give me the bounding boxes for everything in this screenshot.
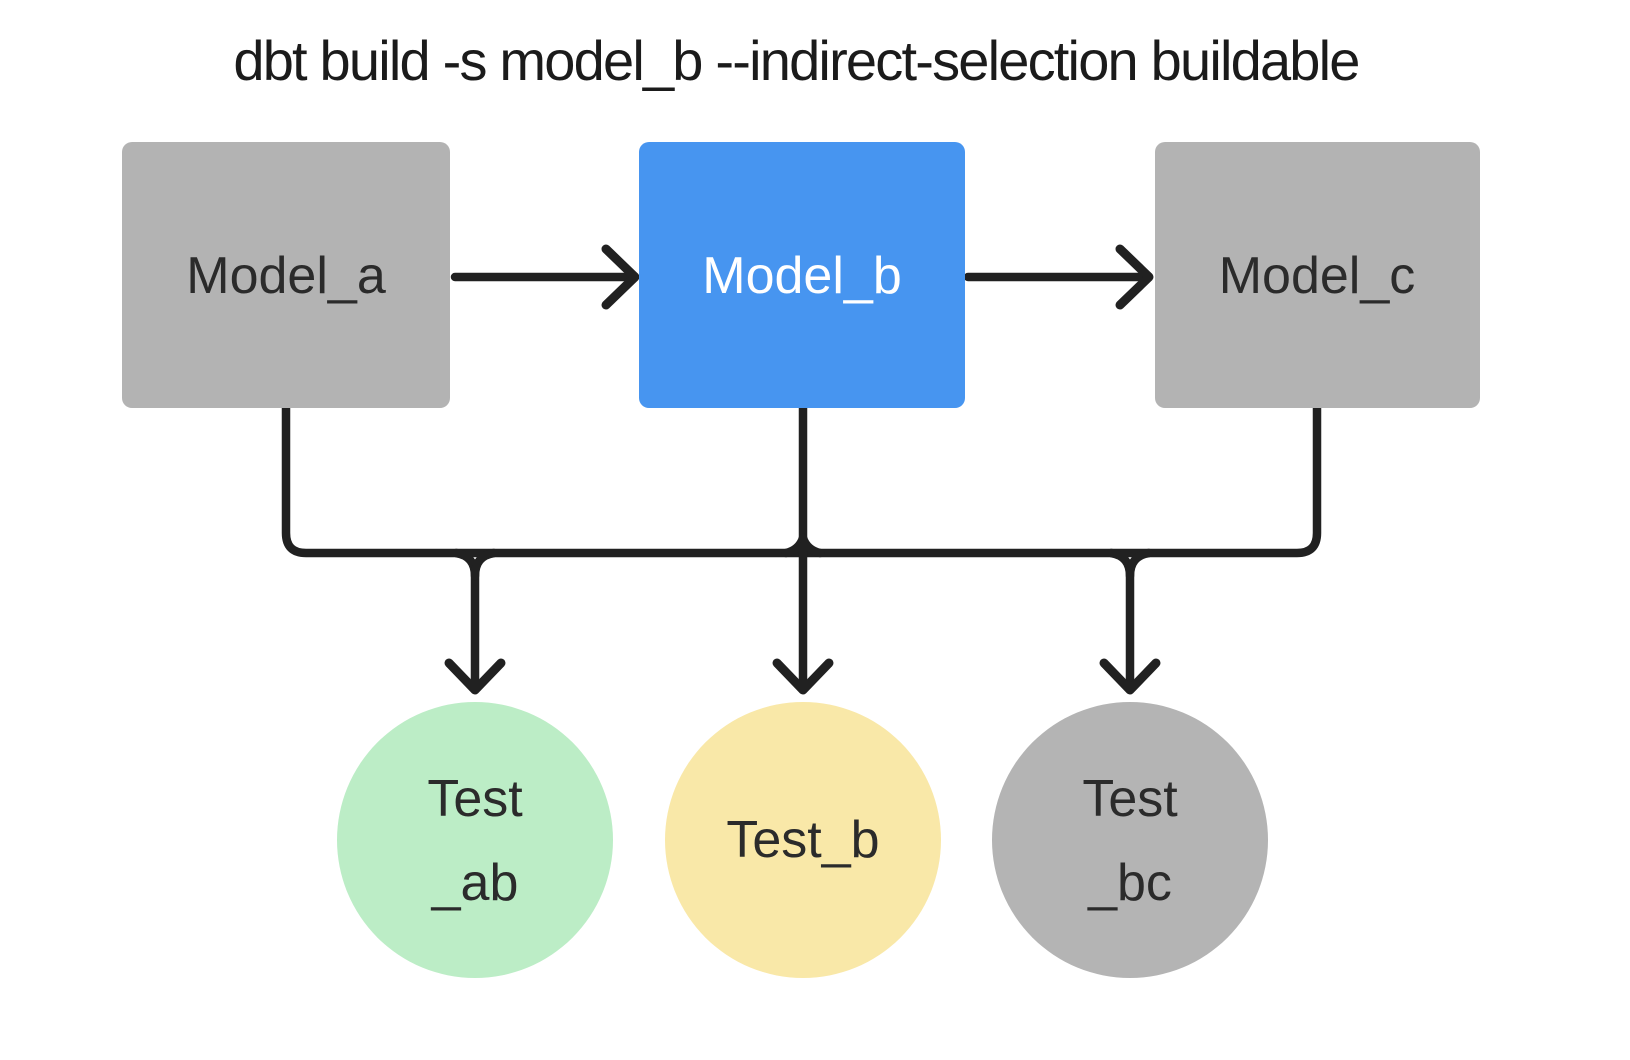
node-model-a-label: Model_a [186,247,386,305]
node-test-ab-label-line2: _ab [431,854,519,912]
node-test-bc-label-line2: _bc [1087,854,1172,912]
arrowhead-test-ab [444,658,506,695]
node-test-bc [992,702,1268,978]
diagram-title: dbt build -s model_b --indirect-selectio… [233,29,1358,92]
node-model-b-label: Model_b [702,247,901,305]
arrowhead-model-a-to-model-b [601,244,640,310]
arrowhead-test-b [772,658,834,695]
edge-bus-to-test-bc-fillet [1125,548,1154,581]
edge-bus-to-test-ab-fillet [470,548,499,581]
edge-junction-fillet-right [798,533,825,558]
node-test-bc-label-line1: Test [1082,770,1178,828]
node-model-c [1155,142,1480,408]
edge-group [281,244,1322,695]
arrowhead-test-bc [1099,658,1161,695]
node-test-ab [337,702,613,978]
arrowhead-model-b-to-model-c [1115,244,1154,310]
node-model-a [122,142,450,408]
node-test-b [665,702,941,978]
node-test-b-label: Test_b [726,811,879,869]
node-model-b [639,142,965,408]
node-model-c-label: Model_c [1219,247,1416,305]
node-test-ab-label-line1: Test [427,770,523,828]
